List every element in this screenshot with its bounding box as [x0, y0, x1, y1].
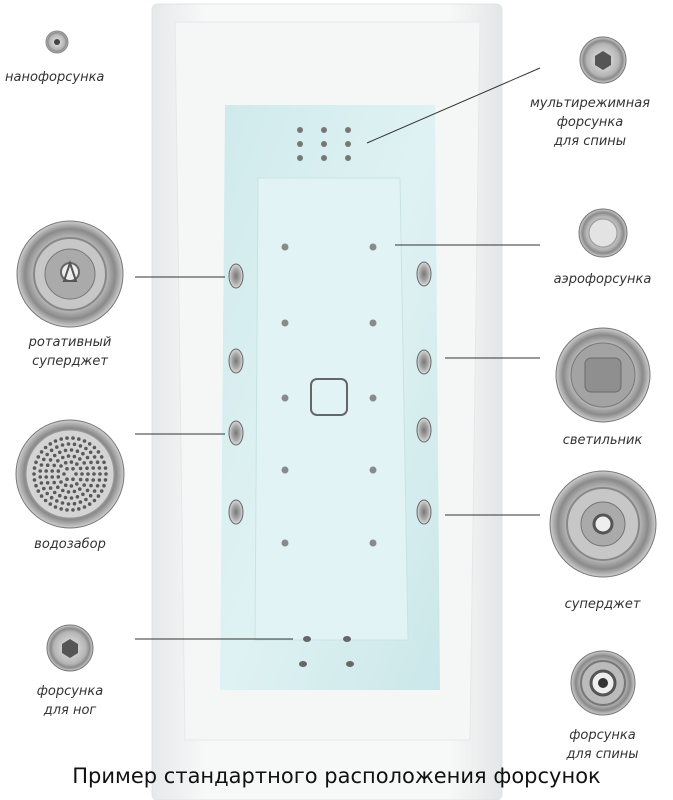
- light-icon: [555, 327, 651, 423]
- label-rotary-superjet: ротативный суперджет: [28, 335, 112, 369]
- rotary-superjet-icon: [16, 220, 124, 328]
- label-back-jet: форсунка для спины: [566, 728, 639, 762]
- tub-floor: [254, 177, 409, 641]
- label-foot-jet: форсунка для ног: [36, 684, 104, 718]
- aero-jet-icon: [578, 208, 628, 258]
- back-jets: [297, 127, 351, 161]
- foot-jet-icon: [46, 624, 94, 672]
- multi-back-jet-icon: [579, 36, 627, 84]
- label-light: светильник: [562, 433, 643, 448]
- leader-lines: [135, 67, 541, 640]
- side-jets: [228, 261, 432, 525]
- label-nano-jet: нанофорсунка: [5, 70, 105, 85]
- diagram-caption: Пример стандартного расположения форсуно…: [72, 764, 601, 788]
- label-aero-jet: аэрофорсунка: [553, 272, 652, 287]
- nano-jet-icon: [45, 30, 69, 54]
- aero-jets: [281, 243, 377, 547]
- drain: [310, 378, 348, 416]
- water-intake-icon: [15, 419, 125, 529]
- back-jet-icon: [570, 650, 636, 716]
- label-multi-back-jet: мультирежимная форсунка для спины: [530, 96, 650, 149]
- foot-jets: [299, 636, 354, 667]
- label-water-intake: водозабор: [34, 537, 106, 552]
- superjet-icon: [549, 470, 657, 578]
- label-superjet: суперджет: [564, 597, 641, 612]
